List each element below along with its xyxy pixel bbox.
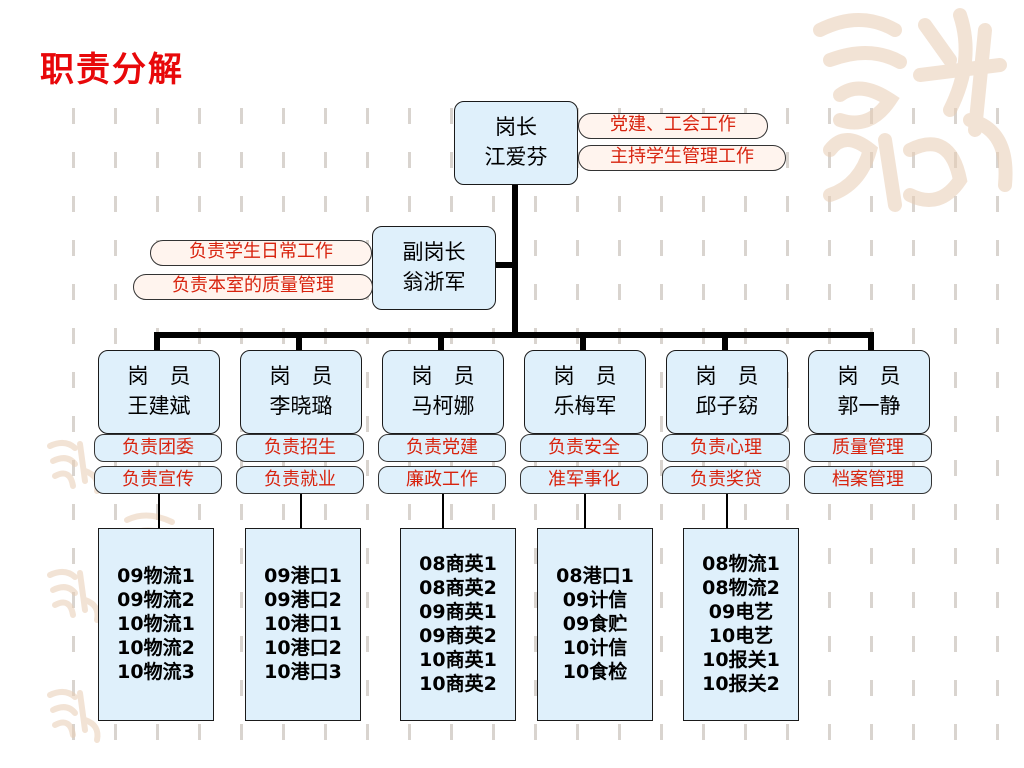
class-item: 09商英1 [419, 600, 497, 623]
connector-deputy [494, 262, 514, 268]
connector-drop-5 [722, 332, 728, 352]
staff-node: 岗 员李晓璐 [240, 350, 362, 434]
staff-role: 岗 员 [269, 364, 333, 388]
class-item: 09物流1 [117, 564, 195, 587]
staff-tag: 负责心理 [662, 434, 790, 462]
class-item: 10港口3 [264, 660, 342, 683]
connector-trunk [512, 184, 518, 336]
class-item: 10物流2 [117, 636, 195, 659]
class-item: 10物流3 [117, 660, 195, 683]
staff-tag: 负责宣传 [94, 466, 222, 494]
class-item: 10食检 [562, 660, 628, 683]
staff-list-connector [442, 494, 444, 528]
deputy-tag-1: 负责学生日常工作 [150, 240, 372, 266]
calligraphy-seal-small-3 [47, 689, 101, 743]
staff-role: 岗 员 [127, 364, 191, 388]
class-item: 10港口1 [264, 612, 342, 635]
connector-drop-4 [580, 332, 586, 352]
deputy-name: 翁浙军 [402, 270, 466, 294]
class-item: 10港口2 [264, 636, 342, 659]
staff-list-connector [584, 494, 586, 528]
class-item: 08物流2 [702, 576, 780, 599]
staff-name: 李晓璐 [269, 394, 333, 418]
staff-list-connector [300, 494, 302, 528]
staff-node: 岗 员邱子窈 [666, 350, 788, 434]
class-item: 08物流1 [702, 552, 780, 575]
deputy-role: 副岗长 [402, 240, 466, 264]
staff-node: 岗 员郭一静 [808, 350, 930, 434]
staff-tag: 质量管理 [804, 434, 932, 462]
staff-tag: 负责招生 [236, 434, 364, 462]
class-item: 09食贮 [562, 612, 628, 635]
staff-role: 岗 员 [553, 364, 617, 388]
calligraphy-seal-large [813, 8, 1013, 212]
staff-name: 邱子窈 [695, 394, 759, 418]
staff-name: 王建斌 [127, 394, 191, 418]
page-title: 职责分解 [40, 50, 184, 90]
staff-name: 乐梅军 [553, 394, 617, 418]
class-item: 10商英1 [419, 648, 497, 671]
connector-bus [154, 332, 874, 338]
staff-name: 郭一静 [837, 394, 901, 418]
head-role: 岗长 [495, 115, 537, 139]
connector-drop-1 [154, 332, 160, 352]
class-item: 09商英2 [419, 624, 497, 647]
class-item: 09计信 [562, 588, 628, 611]
head-name: 江爱芬 [484, 145, 548, 169]
staff-list-connector [726, 494, 728, 528]
head-node: 岗长 江爱芬 [454, 101, 578, 185]
staff-tag: 档案管理 [804, 466, 932, 494]
class-item: 09港口1 [264, 564, 342, 587]
class-item: 10报关2 [702, 672, 780, 695]
class-item: 09电艺 [708, 600, 774, 623]
staff-name: 马柯娜 [411, 394, 475, 418]
staff-list-connector [158, 494, 160, 528]
deputy-tag-2: 负责本室的质量管理 [133, 274, 373, 300]
class-item: 09物流2 [117, 588, 195, 611]
head-tag-2: 主持学生管理工作 [578, 145, 786, 171]
staff-tag: 准军事化 [520, 466, 648, 494]
class-item: 09港口2 [264, 588, 342, 611]
staff-node: 岗 员马柯娜 [382, 350, 504, 434]
deputy-node: 副岗长 翁浙军 [372, 226, 496, 310]
staff-node: 岗 员王建斌 [98, 350, 220, 434]
class-item: 08港口1 [556, 564, 634, 587]
staff-role: 岗 员 [695, 364, 759, 388]
staff-tag: 负责奖贷 [662, 466, 790, 494]
staff-tag: 廉政工作 [378, 466, 506, 494]
staff-role: 岗 员 [411, 364, 475, 388]
class-item: 10报关1 [702, 648, 780, 671]
class-item: 10电艺 [708, 624, 774, 647]
connector-drop-2 [296, 332, 302, 352]
staff-tag: 负责就业 [236, 466, 364, 494]
staff-role: 岗 员 [837, 364, 901, 388]
class-item: 08商英1 [419, 552, 497, 575]
calligraphy-seal-small-2 [47, 569, 101, 623]
head-tag-1: 党建、工会工作 [578, 113, 768, 139]
staff-node: 岗 员乐梅军 [524, 350, 646, 434]
class-item: 10计信 [562, 636, 628, 659]
class-item: 10物流1 [117, 612, 195, 635]
class-item: 10商英2 [419, 672, 497, 695]
connector-drop-6 [868, 332, 874, 352]
staff-tag: 负责团委 [94, 434, 222, 462]
staff-tag: 负责安全 [520, 434, 648, 462]
class-item: 08商英2 [419, 576, 497, 599]
connector-drop-3 [438, 332, 444, 352]
staff-tag: 负责党建 [378, 434, 506, 462]
